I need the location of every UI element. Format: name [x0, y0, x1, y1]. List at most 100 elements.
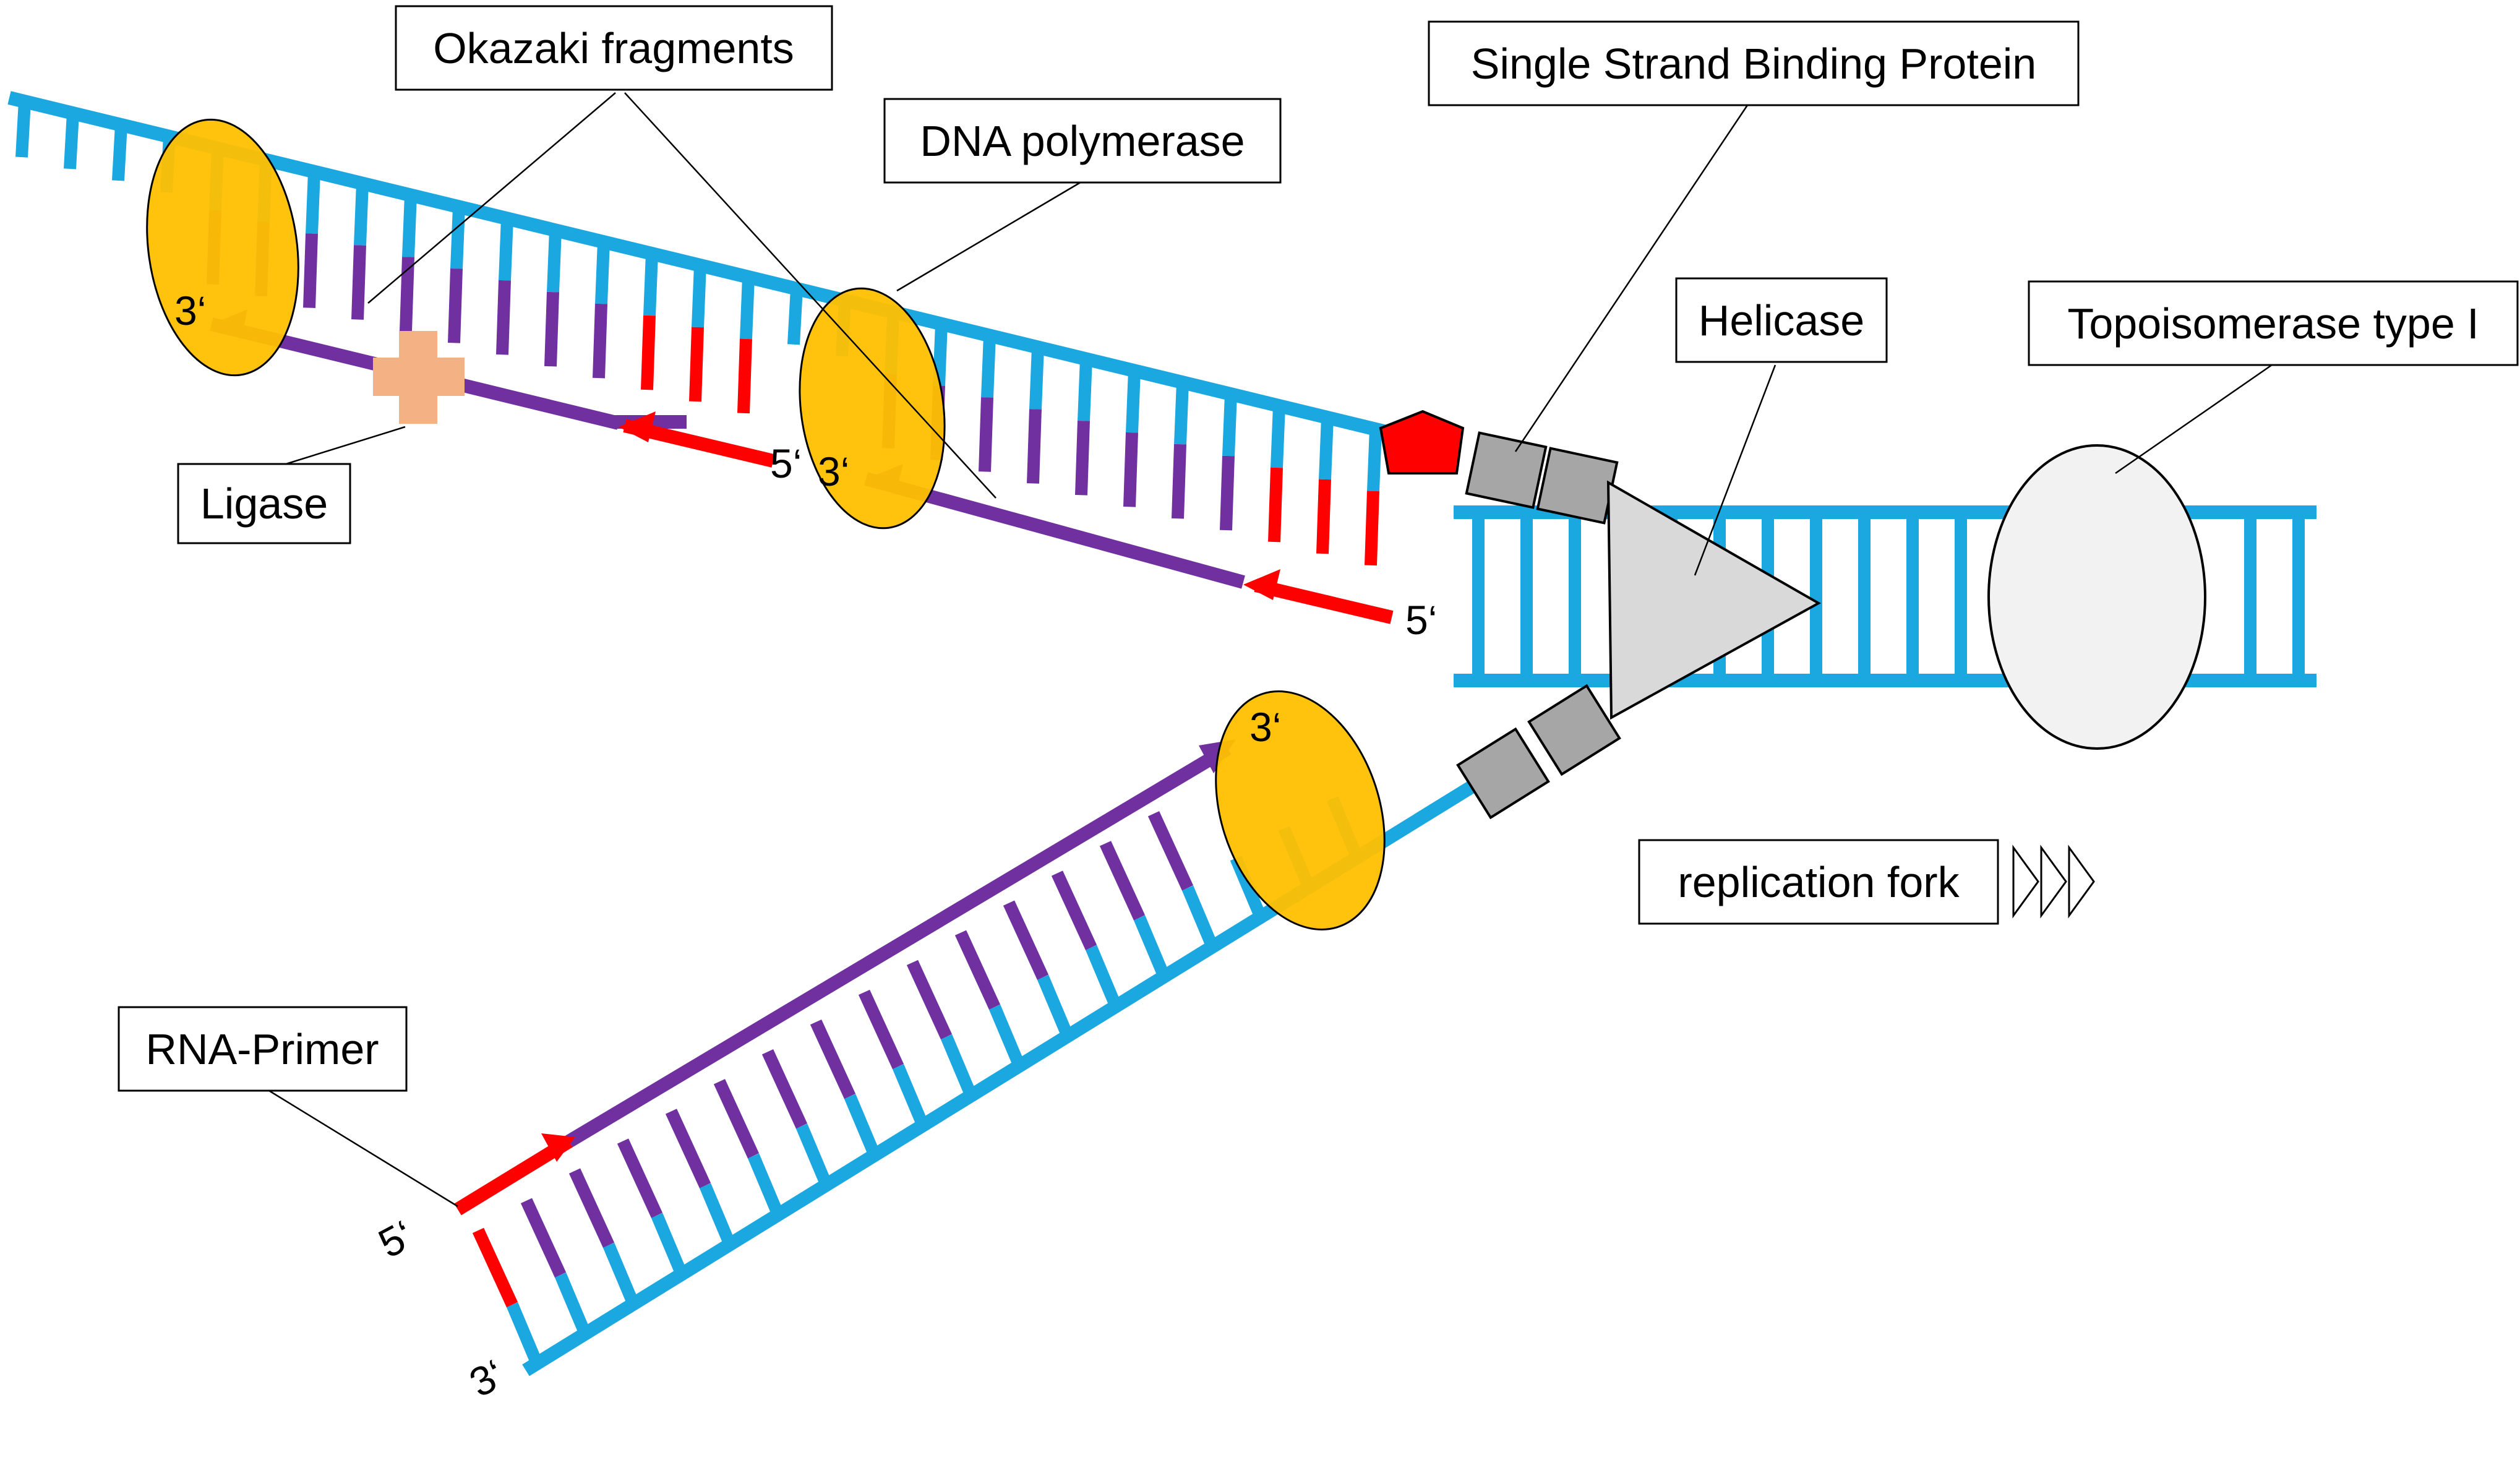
replication-fork-direction-arrows	[2012, 844, 2095, 919]
leading-rung-template	[1085, 945, 1122, 1009]
leader-okazaki-2	[624, 92, 996, 499]
lagging-rung-template	[499, 218, 513, 281]
lagging-rung-new	[448, 268, 463, 343]
rna-primer-2	[1254, 578, 1394, 624]
helicase-icon	[1606, 480, 1822, 720]
leading-rung-new	[1003, 900, 1049, 980]
end-5prime-fragment-2: 5‘	[1405, 597, 1437, 643]
fork-arrow-2	[2040, 844, 2067, 919]
rna-primer-leading-arrow	[541, 1133, 575, 1162]
lagging-rung-template	[1319, 417, 1334, 480]
leading-rung-new	[617, 1138, 663, 1218]
leading-rung-new	[713, 1079, 760, 1159]
leading-rung-new	[665, 1109, 711, 1188]
leading-rung-template	[988, 1004, 1026, 1068]
lagging-rung-unpaired	[112, 124, 127, 181]
ssb-protein-3	[1456, 727, 1550, 820]
leading-new-strand	[565, 742, 1232, 1148]
ssb-protein-1	[1465, 431, 1548, 509]
lagging-rung-new	[1075, 420, 1090, 496]
leader-lines	[265, 92, 2277, 1208]
lagging-rung-new	[593, 303, 607, 379]
lagging-rung-template	[1174, 382, 1189, 445]
svg-text:Okazaki fragments: Okazaki fragments	[433, 24, 794, 72]
lagging-rung-template	[981, 335, 996, 398]
lagging-rung-template	[643, 253, 658, 316]
lagging-rung-template	[1029, 346, 1044, 410]
ssb-protein-4	[1527, 684, 1621, 776]
lagging-rung-template	[692, 265, 706, 328]
leading-rung-template	[844, 1094, 881, 1157]
dna-polymerase-lagging-1	[146, 118, 299, 377]
end-5prime-fragment-1: 5‘	[770, 440, 802, 486]
leader-dna-polymerase	[896, 178, 1086, 292]
lagging-rung-new	[400, 257, 414, 332]
lagging-rung-template	[547, 230, 562, 293]
leading-rung-new	[906, 960, 953, 1040]
lagging-rung-unpaired	[787, 288, 803, 345]
svg-text:replication fork: replication fork	[1678, 858, 1960, 906]
leading-rung-template	[554, 1272, 591, 1336]
lagging-rung-new	[689, 327, 704, 402]
svg-text:Helicase: Helicase	[1699, 296, 1864, 345]
leading-rung-new	[568, 1168, 615, 1248]
leading-rung-new	[472, 1227, 518, 1308]
leader-rna-primer	[265, 1088, 458, 1208]
lagging-rung-template	[450, 206, 465, 269]
lagging-rung-unpaired	[15, 101, 31, 158]
lagging-rung-new	[351, 245, 366, 320]
ligase-icon	[373, 331, 465, 424]
label-okazaki-fragments: Okazaki fragments	[395, 5, 833, 91]
lagging-rung-new	[1027, 409, 1042, 484]
lagging-rung-template	[1078, 358, 1092, 421]
lagging-rung-template	[1271, 405, 1285, 468]
leader-ligase	[265, 426, 406, 471]
leading-rung-template	[699, 1183, 736, 1247]
fork-arrow-1	[2012, 844, 2039, 919]
leader-ssb	[1514, 105, 1749, 452]
lagging-rung-template	[740, 277, 755, 340]
dna-polymerase-leading	[1215, 690, 1386, 930]
lagging-rung-new	[303, 233, 318, 308]
rna-primer-2-arrow	[1243, 569, 1280, 600]
leading-rung-new	[1147, 811, 1194, 891]
leader-okazaki-1	[367, 92, 616, 304]
leading-rung-template	[602, 1242, 640, 1307]
ssb-protein-2	[1536, 447, 1619, 525]
leading-rung-template	[651, 1213, 688, 1277]
end-3prime-template: 3‘	[462, 1350, 512, 1406]
leader-topoisomerase	[2115, 361, 2277, 474]
lagging-rung-new	[979, 397, 993, 472]
primase-icon	[1379, 410, 1465, 474]
lagging-rung-new	[1365, 491, 1379, 566]
end-3prime-fragment-2: 3‘	[818, 449, 849, 494]
leader-helicase	[1694, 364, 1776, 576]
lagging-rung-template	[595, 241, 610, 304]
end-5prime-leading: 5‘	[371, 1211, 421, 1266]
topoisomerase-icon	[1987, 444, 2206, 750]
lagging-rung-new	[496, 280, 511, 355]
lagging-rung-new	[1220, 455, 1235, 531]
label-dna-polymerase: DNA polymerase	[883, 98, 1282, 184]
end-3prime-fragment-1: 3‘	[174, 288, 206, 333]
leading-rung-new	[858, 989, 904, 1070]
leading-rung-template	[747, 1153, 784, 1217]
leading-rung-new	[1099, 841, 1146, 921]
single-strand-binding-proteins	[1456, 431, 1621, 820]
label-topoisomerase: Topoisomerase type I	[2028, 280, 2519, 366]
leading-rung-new	[954, 930, 1001, 1010]
lagging-rung-template	[306, 171, 320, 234]
svg-text:Single Strand Binding Protein: Single Strand Binding Protein	[1471, 40, 2036, 88]
label-rna-primer: RNA-Primer	[118, 1006, 408, 1092]
svg-text:DNA polymerase: DNA polymerase	[920, 117, 1245, 165]
lagging-rung-template	[1367, 429, 1382, 492]
lagging-rung-template	[402, 195, 417, 257]
lagging-rung-template	[1222, 393, 1237, 457]
fork-arrow-3	[2068, 844, 2095, 919]
label-helicase: Helicase	[1675, 277, 1888, 363]
leading-rung-template	[940, 1034, 977, 1098]
lagging-rung-template	[354, 183, 369, 246]
rna-primer-1-arrow	[619, 411, 656, 442]
svg-text:Ligase: Ligase	[200, 479, 328, 528]
